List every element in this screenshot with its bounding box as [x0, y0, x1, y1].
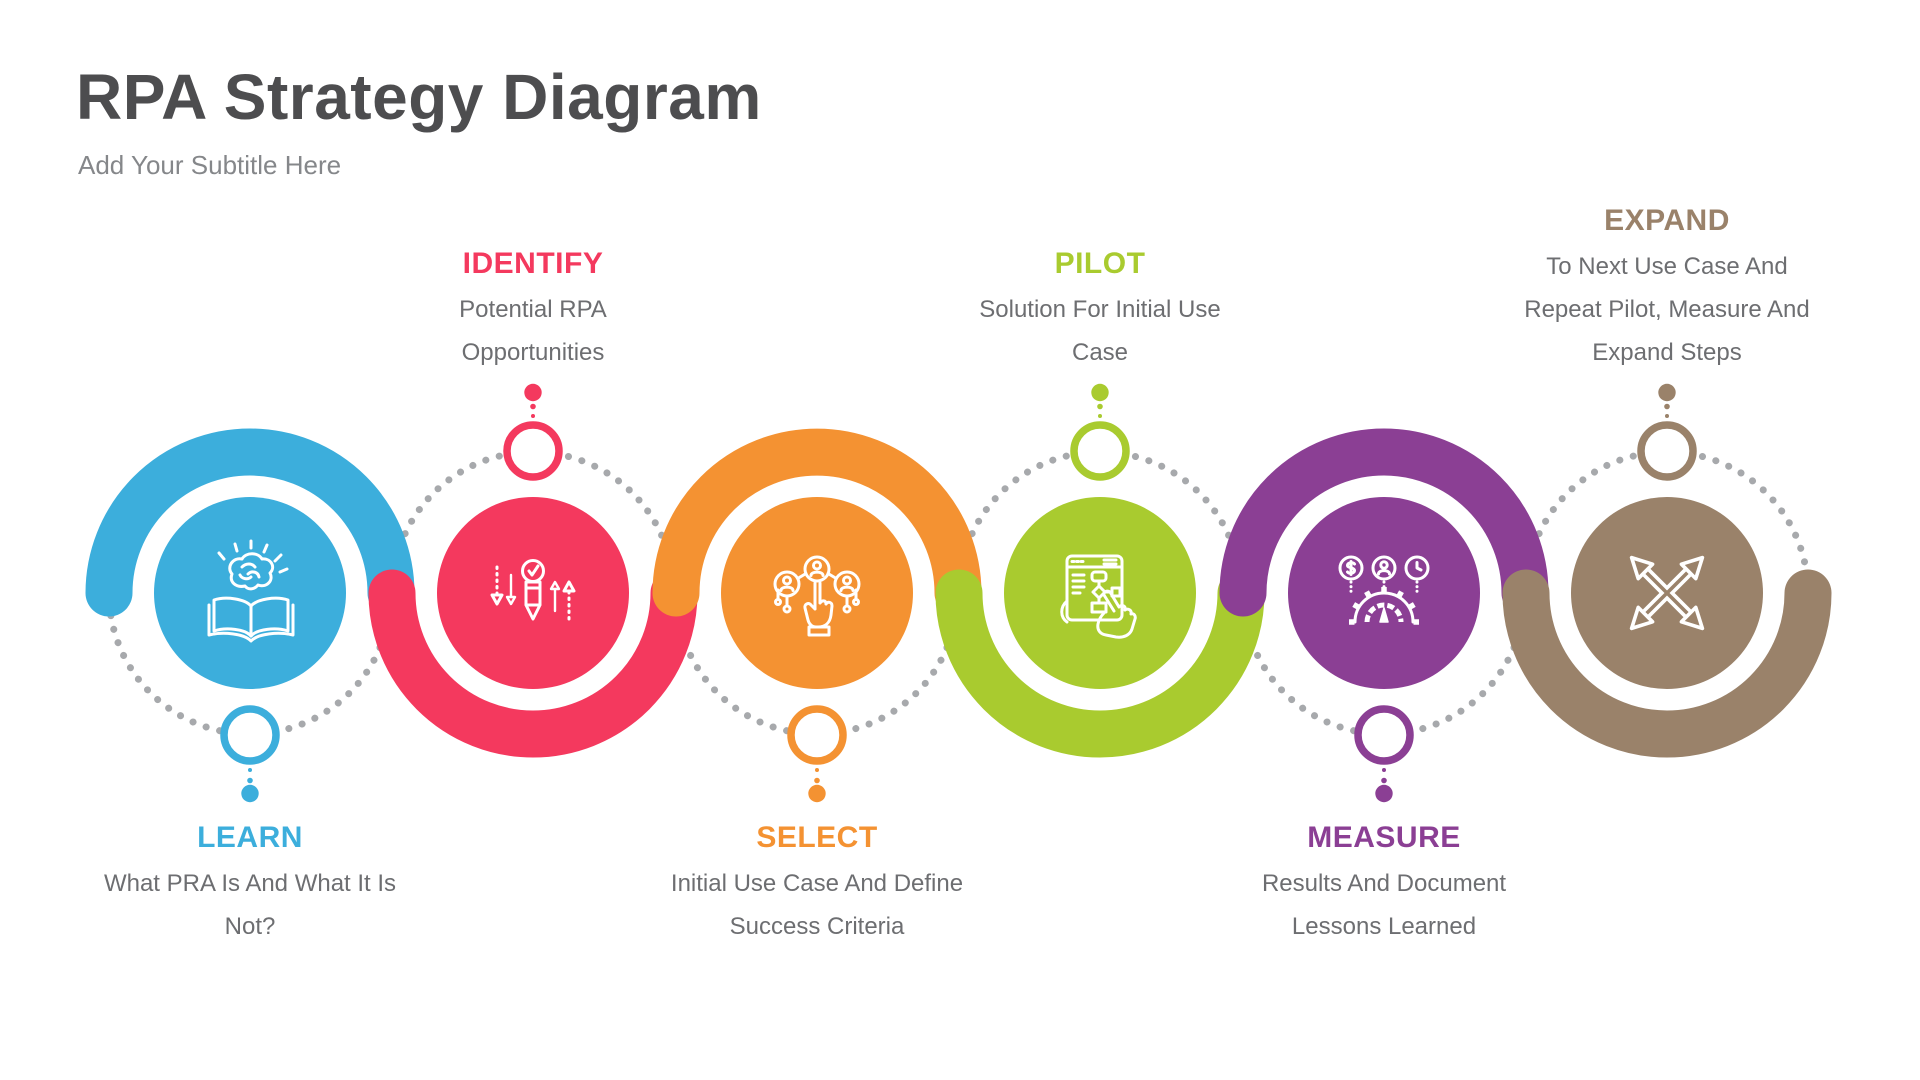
trail-dot	[1098, 414, 1102, 418]
connectors	[220, 383, 1697, 803]
step-title-pilot: PILOT	[1054, 247, 1146, 280]
expand-arc	[1502, 569, 1832, 758]
step-desc-line: Results And Document	[1261, 870, 1507, 897]
trail-dot	[247, 777, 253, 784]
select-disc	[721, 497, 913, 689]
step-pilot	[935, 497, 1265, 758]
identify-ring	[503, 421, 563, 481]
label-expand: EXPAND To Next Use Case And Repeat Pilot…	[1477, 197, 1857, 374]
label-measure: MEASURE Results And Document Lessons Lea…	[1194, 814, 1574, 948]
label-pilot: PILOT Solution For Initial Use Case	[910, 240, 1290, 374]
step-identify	[368, 497, 698, 758]
step-title-identify: IDENTIFY	[462, 247, 604, 280]
measure-arc	[1219, 428, 1549, 617]
step-select	[652, 428, 982, 689]
anchor-dot	[808, 784, 826, 803]
anchor-dot	[1658, 383, 1676, 402]
learn-connector	[220, 705, 280, 803]
trail-dot	[1381, 777, 1387, 784]
step-desc-line: What PRA Is And What It Is	[103, 870, 397, 897]
step-desc-line: To Next Use Case And	[1546, 253, 1788, 280]
gauge-gear-metrics-icon	[1338, 555, 1430, 625]
select-ring	[787, 705, 847, 765]
idea-pencil-arrows-icon	[490, 559, 576, 621]
pilot-ring	[1070, 421, 1130, 481]
brain-book-icon	[207, 539, 295, 643]
step-desc-line: Not?	[224, 913, 276, 940]
step-desc-line: Lessons Learned	[1291, 913, 1477, 940]
step-title-learn: LEARN	[197, 821, 303, 854]
anchor-dot	[1375, 784, 1393, 803]
step-desc-line: Repeat Pilot, Measure And	[1524, 296, 1810, 323]
pilot-connector	[1070, 383, 1130, 481]
page-subtitle: Add Your Subtitle Here	[78, 150, 342, 180]
step-desc-line: Initial Use Case And Define	[670, 870, 964, 897]
expand-arrows-icon	[1629, 555, 1705, 631]
label-learn: LEARN What PRA Is And What It Is Not?	[60, 814, 440, 948]
pilot-arc	[935, 569, 1265, 758]
tablet-workflow-hand-icon	[1060, 554, 1137, 639]
step-title-select: SELECT	[756, 821, 878, 854]
label-select: SELECT Initial Use Case And Define Succe…	[627, 814, 1007, 948]
step-desc-line: Solution For Initial Use	[979, 296, 1221, 323]
step-learn	[85, 428, 415, 689]
step-measure	[1219, 428, 1549, 689]
step-desc-line: Success Criteria	[729, 913, 905, 940]
learn-ring	[220, 705, 280, 765]
measure-ring	[1354, 705, 1414, 765]
step-desc-line: Potential RPA	[459, 296, 607, 323]
identify-arc	[368, 569, 698, 758]
anchor-dot	[241, 784, 259, 803]
identify-disc	[437, 497, 629, 689]
step-title-expand: EXPAND	[1604, 204, 1730, 237]
trail-dot	[248, 768, 252, 772]
expand-ring	[1637, 421, 1697, 481]
identify-connector	[503, 383, 563, 481]
trail-dot	[530, 403, 536, 410]
trail-dot	[1665, 414, 1669, 418]
anchor-dot	[524, 383, 542, 402]
pilot-disc	[1004, 497, 1196, 689]
select-arc	[652, 428, 982, 617]
expand-connector	[1637, 383, 1697, 481]
page-title: RPA Strategy Diagram	[76, 61, 762, 133]
learn-arc	[85, 428, 415, 617]
learn-disc	[154, 497, 346, 689]
select-connector	[787, 705, 847, 803]
label-identify: IDENTIFY Potential RPA Opportunities	[343, 240, 723, 374]
trail-dot	[814, 777, 820, 784]
hand-pick-users-icon	[773, 555, 861, 637]
step-expand	[1502, 497, 1832, 758]
step-desc-line: Opportunities	[461, 339, 605, 366]
trail-dot	[815, 768, 819, 772]
step-desc-line: Case	[1071, 339, 1129, 366]
step-desc-line: Expand Steps	[1592, 339, 1742, 366]
trail-dot	[1664, 403, 1670, 410]
trail-dot	[531, 414, 535, 418]
step-title-measure: MEASURE	[1307, 821, 1461, 854]
trail-dot	[1097, 403, 1103, 410]
trail-dot	[1382, 768, 1386, 772]
measure-connector	[1354, 705, 1414, 803]
anchor-dot	[1091, 383, 1109, 402]
